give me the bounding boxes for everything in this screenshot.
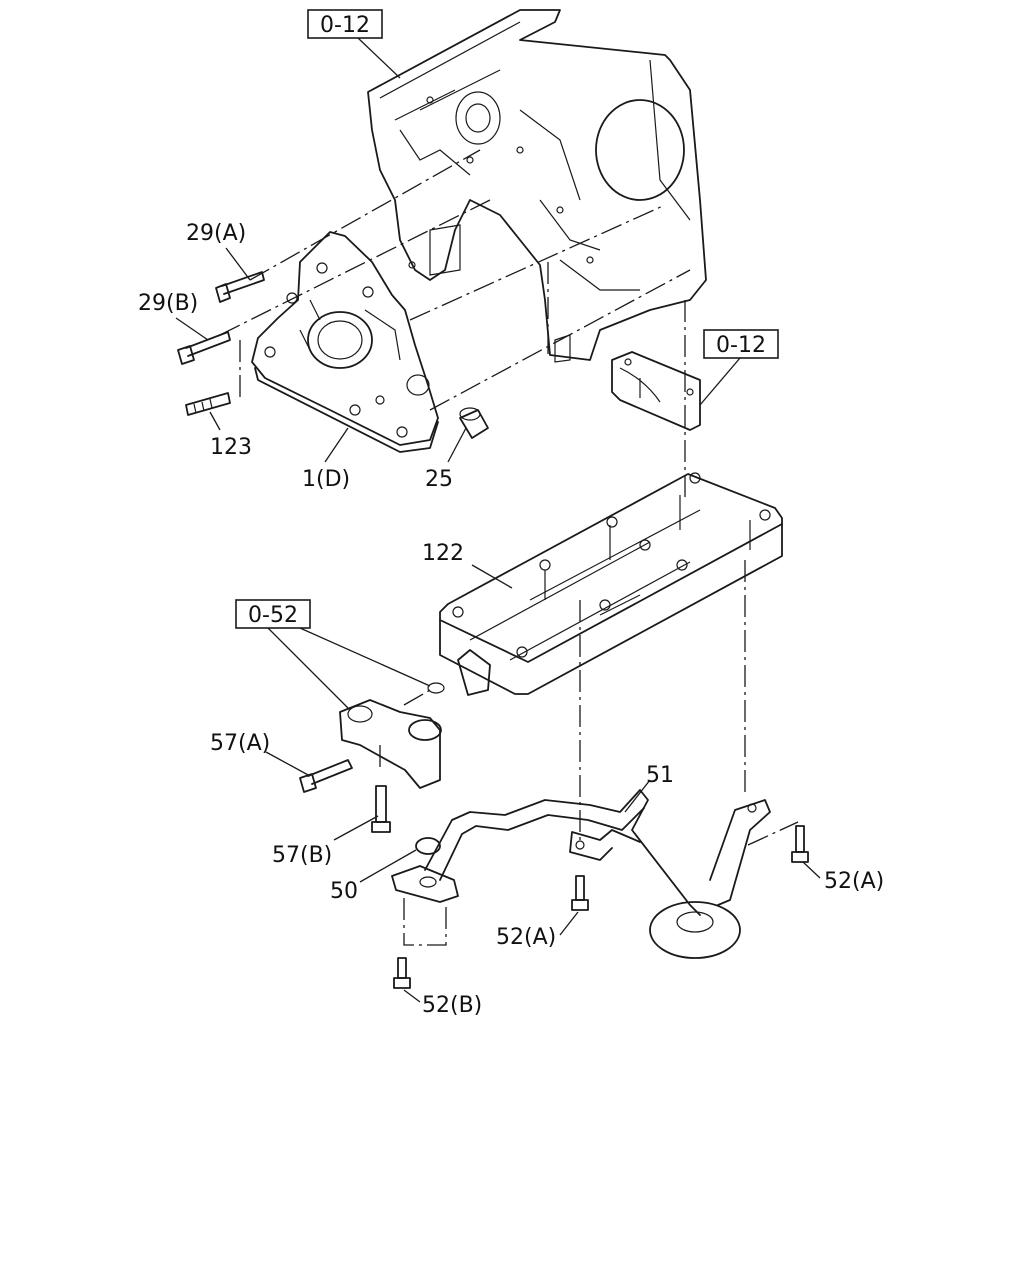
bolt-57a — [299, 759, 353, 793]
label-123: 123 — [210, 435, 252, 460]
crankcase-baffle-122 — [439, 472, 783, 696]
label-57b: 57(B) — [272, 843, 332, 868]
gasket-50 — [391, 837, 459, 903]
bolt-29a — [215, 271, 265, 303]
stud-123 — [185, 392, 231, 416]
label-25: 25 — [425, 467, 453, 492]
label-52a-right: 52(A) — [824, 869, 884, 894]
label-57a: 57(A) — [210, 731, 270, 756]
label-122: 122 — [422, 541, 464, 566]
label-50: 50 — [330, 879, 358, 904]
reference-box-right: 0-12 — [703, 329, 779, 359]
label-52a-mid: 52(A) — [496, 925, 556, 950]
engine-block — [367, 9, 707, 363]
label-29a: 29(A) — [186, 221, 246, 246]
plug-25 — [459, 407, 489, 439]
label-29b: 29(B) — [138, 291, 198, 316]
label-52b: 52(B) — [422, 993, 482, 1018]
reference-box-top: 0-12 — [307, 9, 383, 39]
label-51: 51 — [646, 763, 674, 788]
bolt-52a-right — [791, 825, 809, 863]
reference-label: 0-52 — [248, 603, 298, 628]
bearing-cap — [611, 351, 701, 431]
leader-lines — [175, 37, 821, 1003]
bolt-52b — [393, 957, 411, 989]
oil-pump-cover — [251, 231, 439, 453]
reference-label: 0-12 — [320, 13, 370, 38]
reference-box-mid: 0-52 — [235, 599, 311, 629]
bolt-52a-mid — [571, 875, 589, 911]
part-labels: 29(A) 29(B) 123 1(D) 25 122 57(A) 57(B) … — [138, 221, 884, 1018]
assembly-lines — [219, 149, 799, 946]
bolt-57b — [371, 785, 391, 833]
oil-pipe-57 — [339, 682, 445, 789]
reference-label: 0-12 — [716, 333, 766, 358]
oil-strainer-pipe-51 — [424, 789, 771, 959]
label-1d: 1(D) — [302, 467, 350, 492]
